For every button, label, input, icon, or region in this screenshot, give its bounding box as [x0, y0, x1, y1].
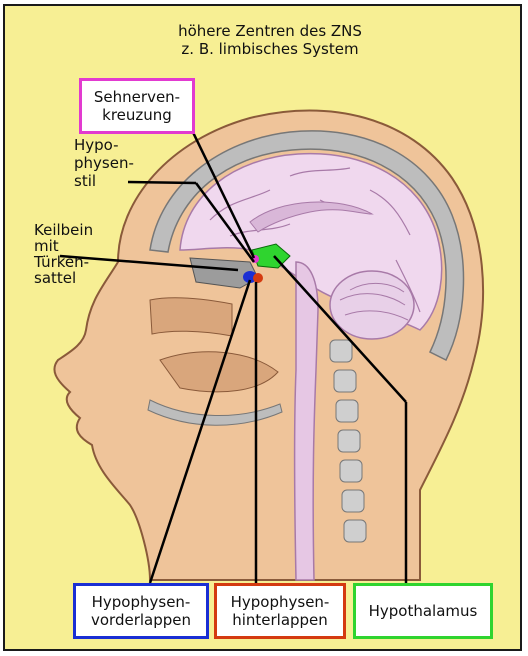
top-caption: höhere Zentren des ZNS z. B. limbisches … [150, 22, 390, 58]
nasal-cavity [150, 298, 232, 336]
label-sehnervenkreuzung: Sehnerven- kreuzung [79, 78, 195, 134]
label-keilbein: Keilbein mit Türken- sattel [34, 222, 114, 286]
cerebellum [330, 271, 414, 339]
label-hypothalamus: Hypothalamus [353, 583, 493, 639]
label-hypophysenstil: Hypo- physen- stil [74, 136, 154, 190]
label-hypophysenvorderlappen: Hypophysen- vorderlappen [73, 583, 209, 639]
label-hypophysenhinterlappen: Hypophysen- hinterlappen [214, 583, 346, 639]
posterior-pituitary [253, 273, 263, 283]
